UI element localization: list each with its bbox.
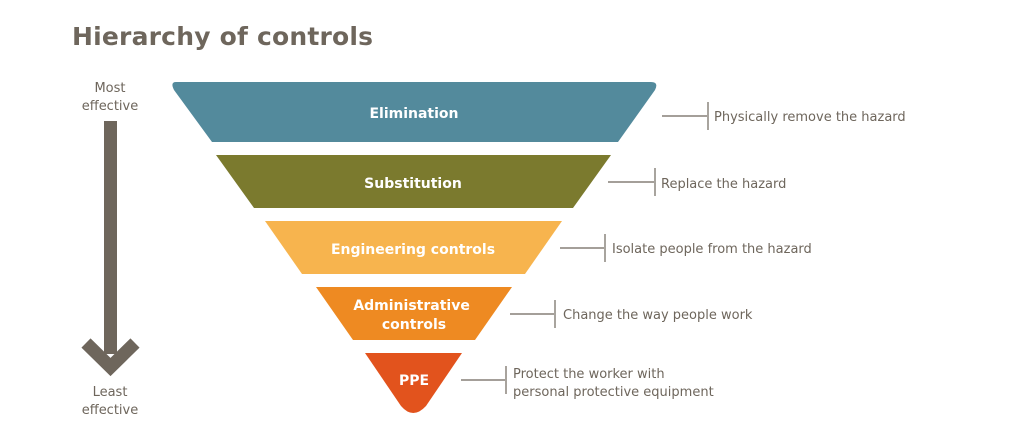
level-label: Substitution (364, 176, 462, 192)
level-shape (365, 353, 462, 413)
description-line: Replace the hazard (661, 177, 786, 192)
description-line: Physically remove the hazard (714, 110, 906, 125)
level-description: Isolate people from the hazard (612, 242, 812, 257)
level-label-line: PPE (399, 373, 429, 389)
level-label-line: Elimination (369, 106, 458, 122)
level-shape (265, 221, 562, 274)
most-effective-line-1: Most (94, 81, 126, 96)
level-elimination: Elimination Physically remove the hazard (172, 82, 906, 142)
level-description: Change the way people work (563, 308, 753, 323)
most-effective-line-2: effective (81, 99, 139, 114)
level-label-line: Administrative (353, 298, 470, 314)
least-effective-label: Least effective (65, 384, 155, 420)
level-label: Administrative controls (353, 298, 474, 333)
level-label: Elimination (369, 106, 458, 122)
level-engineering-controls: Engineering controls Isolate people from… (265, 221, 812, 274)
level-label: PPE (399, 373, 429, 389)
level-ppe: PPE Protect the worker with personal pro… (365, 353, 714, 413)
level-description: Replace the hazard (661, 177, 786, 192)
level-substitution: Substitution Replace the hazard (216, 155, 786, 208)
arrow-head (81, 338, 140, 377)
description-line: Isolate people from the hazard (612, 242, 812, 257)
level-label: Engineering controls (331, 242, 495, 258)
description-line: Change the way people work (563, 308, 753, 323)
level-label-line: controls (382, 317, 446, 333)
level-label-line: Substitution (364, 176, 462, 192)
level-administrative-controls: Administrative controls Change the way p… (316, 287, 753, 340)
description-line: personal protective equipment (513, 385, 714, 400)
level-shape (216, 155, 611, 208)
level-description: Protect the worker with personal protect… (513, 367, 714, 400)
level-shape (316, 287, 512, 340)
arrow-shaft (104, 121, 117, 354)
most-effective-label: Most effective (65, 80, 155, 116)
least-effective-line-2: effective (81, 403, 139, 418)
least-effective-line-1: Least (92, 385, 128, 400)
level-shape (172, 82, 657, 142)
effectiveness-arrow-icon (81, 121, 140, 377)
diagram-title: Hierarchy of controls (72, 22, 374, 51)
description-line: Protect the worker with (513, 367, 665, 382)
level-description: Physically remove the hazard (714, 110, 906, 125)
level-label-line: Engineering controls (331, 242, 495, 258)
